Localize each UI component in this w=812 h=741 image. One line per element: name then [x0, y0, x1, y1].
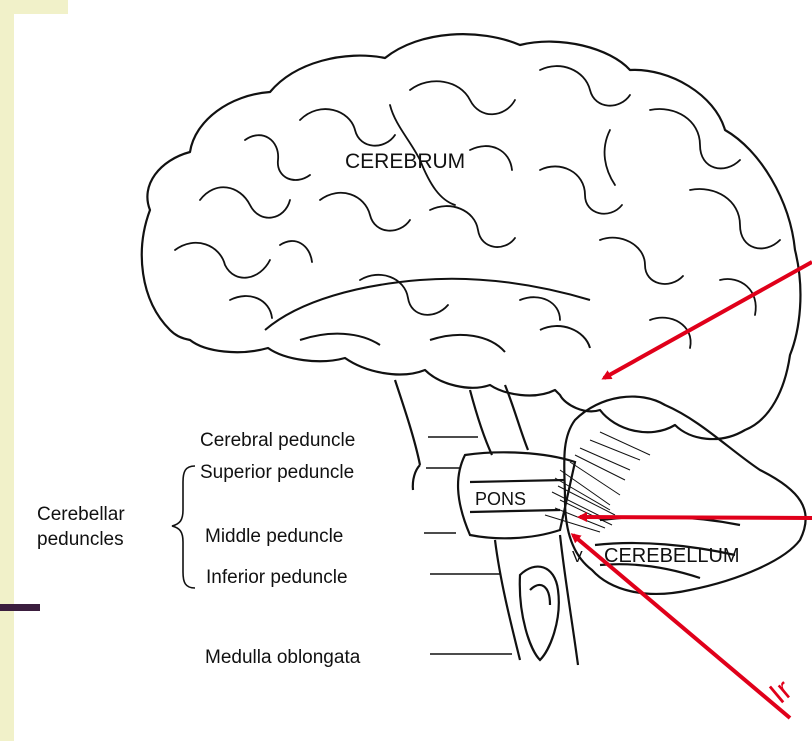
cerebral-peduncle-label: Cerebral peduncle	[200, 430, 355, 451]
red-partial-label: Ir	[763, 673, 798, 710]
pons-label: PONS	[475, 489, 526, 509]
middle-peduncle-label: Middle peduncle	[205, 526, 343, 547]
cerebellar-label-line1: Cerebellar	[37, 504, 125, 525]
cerebellar-brace	[172, 466, 195, 588]
red-arrow-top	[604, 262, 812, 378]
fourth-ventricle-label: V	[572, 549, 583, 566]
cerebellar-label-line2: peduncles	[37, 529, 124, 550]
brainstem	[395, 380, 578, 665]
cerebrum-outline	[142, 34, 801, 439]
cerebrum-label: CEREBRUM	[345, 150, 465, 173]
red-arrow-middle	[580, 517, 812, 518]
cerebrum-gyri	[175, 66, 780, 348]
cerebellum-label: CEREBELLUM	[604, 545, 740, 567]
medulla-oblongata-label: Medulla oblongata	[205, 647, 361, 668]
superior-peduncle-label: Superior peduncle	[200, 462, 354, 483]
inferior-peduncle-label: Inferior peduncle	[206, 567, 348, 588]
